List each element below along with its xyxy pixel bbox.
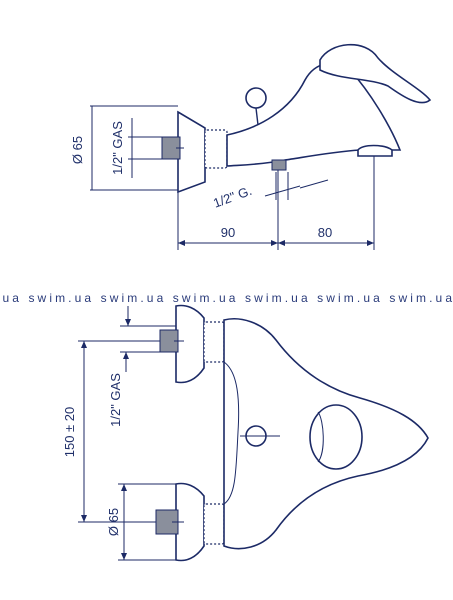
top-thread-label: 1/2" GAS (108, 373, 123, 427)
side-diverter-knob (245, 87, 267, 109)
top-thread-arrow (123, 352, 129, 359)
top-lever-cap (309, 404, 363, 470)
side-outlet-leader-a (264, 185, 301, 197)
top-lower-flange (175, 482, 205, 562)
top-lever-ring (317, 411, 324, 463)
top-upper-flange (175, 304, 205, 384)
watermark-text: .ua swim.ua swim.ua swim.ua swim.ua swim… (0, 291, 452, 305)
side-outlet-leader-b (299, 179, 329, 189)
side-diverter-stem (255, 107, 259, 126)
top-body-inner-line (223, 361, 240, 505)
side-lever-handle (319, 43, 432, 104)
side-coupling (204, 129, 228, 169)
side-spout-outlet (357, 144, 393, 157)
side-wall-flange (177, 110, 206, 194)
side-dim-arrows (178, 240, 374, 246)
side-view: Ø 65 1/2" GAS 1/2" G. 90 80 (70, 43, 432, 250)
side-thread-label: 1/2" GAS (110, 121, 125, 175)
side-outlet-thread-label: 1/2" G. (211, 183, 254, 211)
top-center-distance-label: 150 ± 20 (62, 407, 77, 458)
top-upper-coupling (203, 321, 225, 363)
top-lower-coupling (203, 503, 225, 545)
side-dim-a-label: 90 (221, 225, 235, 240)
top-view: 150 ± 20 1/2" GAS Ø 65 (62, 304, 429, 562)
side-shower-outlet (271, 159, 287, 171)
top-upper-dim-arrow (125, 319, 131, 326)
side-dim-b-label: 80 (318, 225, 332, 240)
top-diameter-label: Ø 65 (106, 508, 121, 536)
side-diameter-label: Ø 65 (70, 136, 85, 164)
